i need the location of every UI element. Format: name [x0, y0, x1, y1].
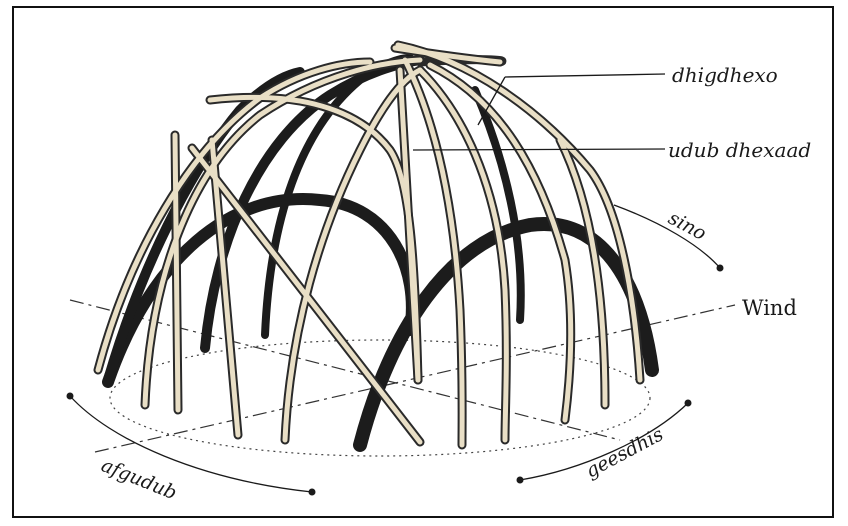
label-udub-dhexaad: udub dhexaad — [668, 138, 811, 162]
label-dhigdhexo: dhigdhexo — [672, 63, 778, 87]
label-wind: Wind — [742, 296, 797, 320]
label-geesdhis: geesdhis — [582, 423, 667, 482]
label-afgudub: afgudub — [98, 454, 180, 504]
label-sino: sino — [665, 207, 710, 245]
